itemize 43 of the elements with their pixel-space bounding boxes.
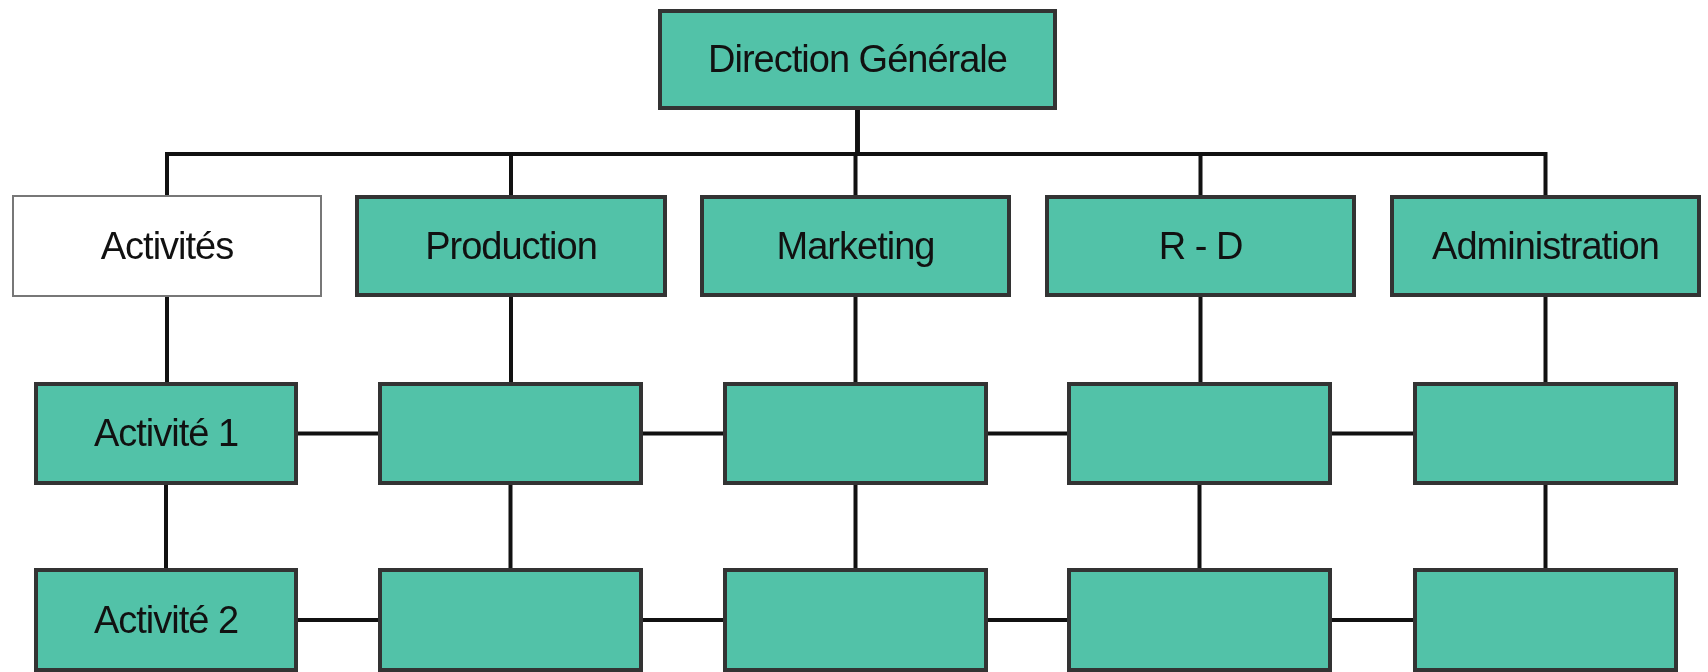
empty-box: [378, 382, 643, 485]
connector-line: [509, 297, 513, 382]
box-label: Production: [425, 224, 597, 268]
org-box: [658, 9, 1057, 110]
box-label: Activité 2: [93, 598, 239, 642]
box-label: Direction Générale: [708, 38, 1007, 81]
empty-box: [1067, 382, 1332, 485]
empty-box: [1413, 382, 1678, 485]
connector-line: [1198, 297, 1203, 382]
empty-box: [723, 382, 988, 485]
connector-line: [853, 297, 858, 382]
connector-line: [988, 431, 1067, 436]
connector-line: [855, 110, 1548, 195]
connector-line: [1543, 485, 1548, 568]
connector-line: [643, 431, 723, 436]
connector-line: [298, 618, 378, 622]
connector-line: [165, 297, 169, 382]
org-box: [1045, 195, 1356, 297]
box-label: R - D: [1158, 224, 1243, 268]
org-box: [12, 195, 322, 297]
org-box: [34, 382, 298, 485]
box-label: Marketing: [776, 224, 935, 268]
org-box: [34, 568, 298, 672]
box-label: Activités: [100, 224, 234, 268]
connector-line: [1332, 431, 1413, 436]
empty-box: [723, 568, 988, 672]
box-label: Activité 1: [93, 412, 239, 455]
connector-line: [508, 485, 513, 568]
box-label: Administration: [1432, 224, 1659, 268]
connector-line: [988, 618, 1067, 622]
org-box: [1390, 195, 1701, 297]
empty-box: [1413, 568, 1678, 672]
connector-line: [1197, 485, 1202, 568]
connector-line: [1543, 297, 1548, 382]
empty-box: [378, 568, 643, 672]
connector-line: [164, 485, 168, 568]
empty-box: [1067, 568, 1332, 672]
connector-line: [853, 485, 858, 568]
org-box: [700, 195, 1011, 297]
connector-line: [298, 431, 378, 436]
connector-line: [1332, 618, 1413, 622]
connector-line: [643, 618, 723, 622]
org-box: [355, 195, 667, 297]
